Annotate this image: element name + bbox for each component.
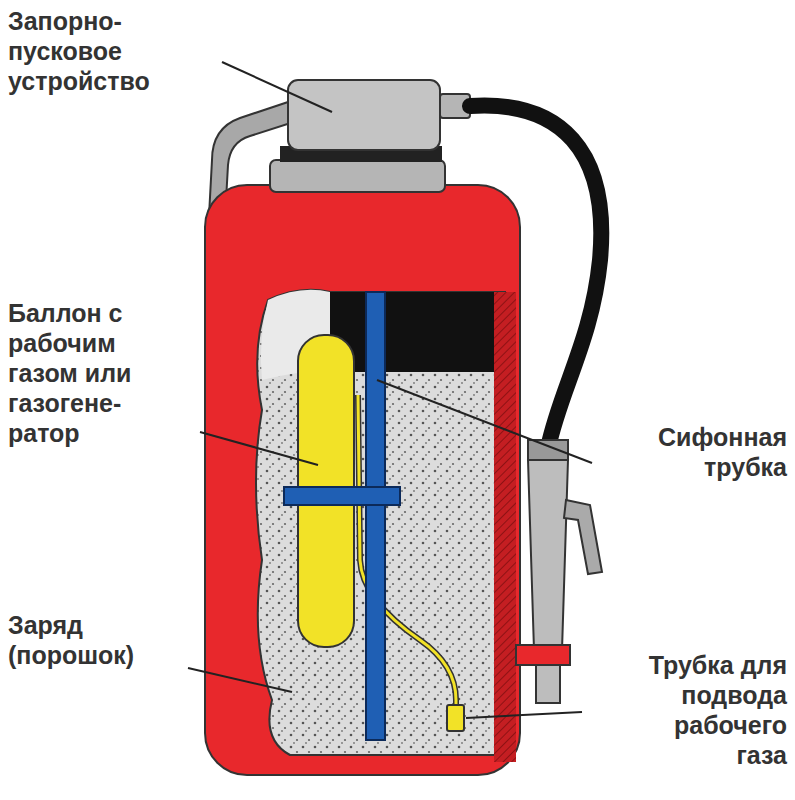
label-line: рабочим [8, 328, 131, 358]
label-line: газом или [8, 358, 131, 388]
valve-base [270, 160, 445, 192]
label-line: трубка [658, 452, 787, 482]
label-line: Заряд [8, 610, 134, 640]
label-line: Трубка для [649, 650, 787, 680]
nozzle [528, 460, 568, 650]
label-line: подвода [649, 680, 787, 710]
powder-charge [256, 290, 505, 755]
gas-space [330, 292, 505, 372]
part-label: Сифоннаятрубка [658, 422, 787, 482]
leader-lines [188, 62, 592, 718]
label-line: устройство [8, 66, 150, 96]
inner-wall [494, 292, 516, 762]
nozzle-clip [516, 645, 570, 665]
label-line: ратор [8, 418, 131, 448]
part-label: Запорно-пусковоеустройство [8, 6, 150, 96]
label-line: Запорно- [8, 6, 150, 36]
siphon-tube [366, 292, 385, 740]
part-label: Трубка дляподводарабочегогаза [649, 650, 787, 770]
label-line: Сифонная [658, 422, 787, 452]
part-label: Баллон срабочимгазом илигазогене-ратор [8, 298, 131, 448]
label-line: рабочего [649, 710, 787, 740]
body [205, 185, 520, 775]
label-line: газа [649, 740, 787, 770]
label-line: газогене- [8, 388, 131, 418]
label-line: пусковое [8, 36, 150, 66]
nozzle-lever [564, 500, 602, 574]
part-label: Заряд(порошок) [8, 610, 134, 670]
label-line: Баллон с [8, 298, 131, 328]
label-line: (порошок) [8, 640, 134, 670]
clamp-band [284, 487, 400, 505]
valve-head [288, 80, 440, 150]
tube-end [447, 705, 464, 731]
